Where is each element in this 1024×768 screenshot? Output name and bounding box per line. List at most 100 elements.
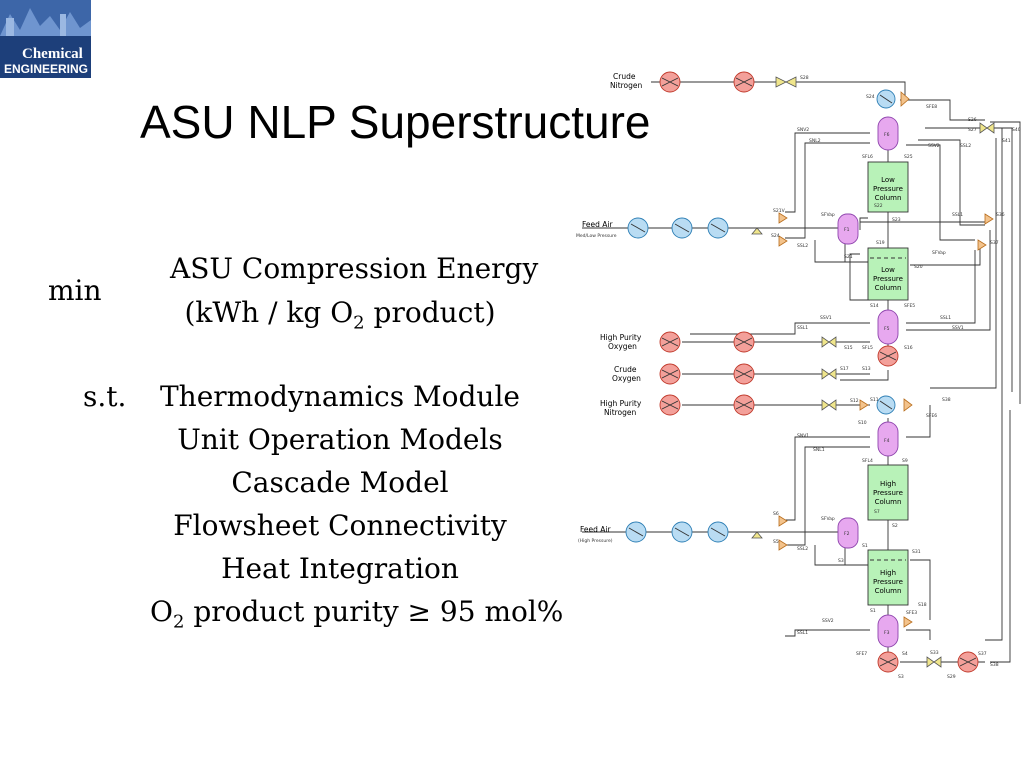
feed-air-lp-label: Feed Air xyxy=(582,220,613,229)
stream-label: SSL1 xyxy=(952,212,963,218)
objective-line2-suffix: product) xyxy=(364,296,496,329)
stream-label: S16 xyxy=(904,345,913,351)
valve-icon xyxy=(821,336,830,348)
logo-line2: ENGINEERING xyxy=(4,62,88,76)
column-label-3: Column xyxy=(875,587,902,595)
logo-graphic: Chemical ENGINEERING xyxy=(0,0,91,78)
splitter-icon xyxy=(977,239,987,251)
subject-to-label: s.t. xyxy=(83,380,127,413)
constraint-item: Flowsheet Connectivity xyxy=(173,509,507,542)
splitter-icon xyxy=(900,91,910,107)
splitter-icon xyxy=(984,213,994,225)
column-label-1: High xyxy=(880,480,896,488)
stream-label: S19 xyxy=(876,240,885,246)
column-box xyxy=(867,247,909,301)
stream-label: S22 xyxy=(874,203,883,209)
column-label-1: Low xyxy=(881,266,895,274)
stream-label: SSV2 xyxy=(928,143,940,149)
constraint-item: Cascade Model xyxy=(231,466,449,499)
valve-icon xyxy=(751,531,763,539)
column-label-2: Pressure xyxy=(873,489,903,497)
flash-drum-icon xyxy=(877,421,899,457)
stream-label: S25 xyxy=(904,154,913,160)
high-pressure-column-upper: High Pressure Column S7 S2 xyxy=(867,464,909,529)
stream-label: S24 xyxy=(866,94,875,100)
crude-oxygen-label-1: Crude xyxy=(614,365,637,374)
stream-label: S40 xyxy=(1012,127,1021,133)
stream-label: S13 xyxy=(862,366,871,372)
valve-icon xyxy=(775,76,787,88)
min-label: min xyxy=(48,274,102,307)
stream-label: SSV2 xyxy=(822,618,834,624)
valve-icon xyxy=(933,656,942,668)
stream-label: S38 xyxy=(942,397,951,403)
splitter-icon xyxy=(778,235,788,247)
unit-label: F5 xyxy=(884,326,890,332)
stream-label: S28 xyxy=(800,75,809,81)
feed-air-hp-note: (High Pressure) xyxy=(578,538,613,544)
valve-icon xyxy=(785,76,797,88)
valve-icon xyxy=(979,122,988,134)
stream-label: SSV1 xyxy=(820,315,832,321)
flowsheet-stream-lines xyxy=(582,81,1021,663)
stream-label: S26 xyxy=(968,117,977,123)
column-label-2: Pressure xyxy=(873,275,903,283)
crude-oxygen-train: Crude Oxygen S17 xyxy=(612,363,849,385)
hp-nitrogen-label-2: Nitrogen xyxy=(604,408,637,417)
stream-label: S5 xyxy=(773,539,779,545)
constraint-item: Unit Operation Models xyxy=(177,423,503,456)
flash-drum-icon xyxy=(877,116,899,151)
feed-air-hp-train: Feed Air (High Pressure) S6 S5 SFVap SSL… xyxy=(578,511,921,564)
purity-constraint: O2 product purity ≥ 95 mol% xyxy=(150,595,563,640)
stream-label: S7 xyxy=(874,509,880,515)
stream-label: SFE6 xyxy=(926,413,937,419)
valve-icon xyxy=(828,399,837,411)
valve-icon xyxy=(821,368,830,380)
column-label-3: Column xyxy=(875,284,902,292)
stream-label: S41 xyxy=(1002,138,1011,144)
stream-label: S24 xyxy=(771,233,780,239)
stream-label: SFVap xyxy=(821,212,835,218)
stream-label: S1 xyxy=(862,543,868,549)
stream-label: S21V xyxy=(773,208,786,214)
objective-line2-sub: 2 xyxy=(353,312,365,334)
asu-flowsheet-diagram: Crude Nitrogen S28 S24 SFE8 S26 S27 S40 … xyxy=(576,71,1021,680)
flash-unit-f3: F3 SFE3 SFE7 S4 S3 S33 S29 S37 S38 xyxy=(856,610,999,680)
high-purity-oxygen-train: High Purity Oxygen S15 xyxy=(600,331,853,353)
feed-air-hp-label: Feed Air xyxy=(580,525,611,534)
stream-label: S21 xyxy=(844,254,853,260)
splitter-icon xyxy=(903,398,913,412)
stream-label: SFE8 xyxy=(926,104,937,110)
stream-label: S27 xyxy=(968,127,977,133)
column-box xyxy=(867,161,909,213)
stream-label: S33 xyxy=(930,650,939,656)
stream-label: S4 xyxy=(902,651,908,657)
high-pressure-column-lower: High Pressure Column S1 S18 SSV2 SSL1 xyxy=(797,549,927,636)
stream-label: S23 xyxy=(892,217,901,223)
purity-sub: 2 xyxy=(172,611,185,633)
stream-label: S29 xyxy=(947,674,956,680)
objective-line2: (kWh / kg O2 product) xyxy=(170,296,510,341)
stream-label: S38 xyxy=(990,662,999,668)
valve-icon xyxy=(926,656,935,668)
flash-drum-icon xyxy=(837,213,859,245)
feed-air-lp-train: Feed Air Med/Low Pressure S21V S24 SFVap… xyxy=(576,208,946,260)
stream-label: S1 xyxy=(870,608,876,614)
objective-line2-prefix: (kWh / kg O xyxy=(184,296,354,329)
stream-label: SFE3 xyxy=(906,610,917,616)
column-box xyxy=(867,549,909,606)
column-box xyxy=(867,464,909,521)
column-label-1: High xyxy=(880,569,896,577)
low-pressure-column-upper: Low Pressure Column S22 S23 SSL1 xyxy=(867,161,963,223)
stream-label: SNL2 xyxy=(809,138,821,144)
unit-label: F6 xyxy=(884,132,890,138)
crude-nitrogen-label-2: Nitrogen xyxy=(610,81,643,90)
flash-unit-f4: F4 SNV1 SNL1 SFL4 S9 xyxy=(797,421,908,464)
constraint-item: Thermodynamics Module xyxy=(159,380,520,413)
stream-label: SNL1 xyxy=(813,447,825,453)
stream-label: S17 xyxy=(840,366,849,372)
stream-label: S20 xyxy=(914,264,923,270)
feed-air-lp-note: Med/Low Pressure xyxy=(576,233,617,239)
stream-label: S10 xyxy=(858,420,867,426)
stream-label: S37 xyxy=(990,240,999,246)
